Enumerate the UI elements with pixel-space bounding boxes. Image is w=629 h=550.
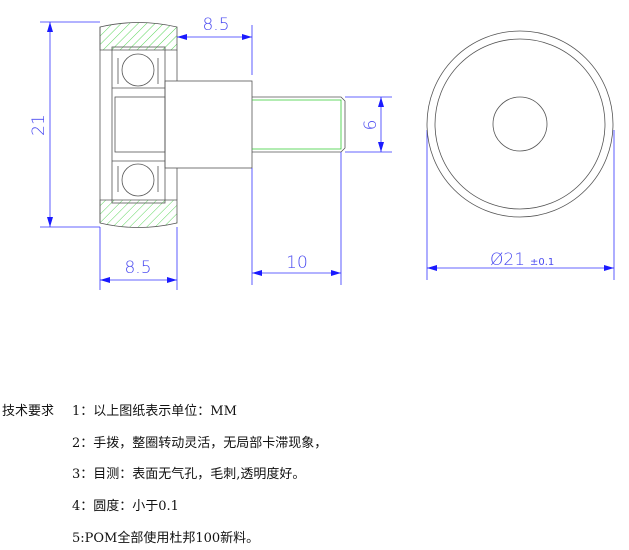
inner-circle [434, 38, 606, 210]
note-item: 2：手拨，整圈转动灵活，无局部卡滞现象， [72, 436, 328, 451]
tire-section-bottom [99, 199, 178, 228]
note-item: 3：目测：表面无气孔，毛刺,透明度好。 [72, 467, 306, 482]
dim-thread-length: 10 [286, 253, 308, 273]
outer-circle [426, 30, 614, 218]
dim-thread-diameter: 6 [361, 120, 381, 131]
note-item: 4：圆度：小于0.1 [72, 499, 179, 514]
bearing-ball-bottom [121, 163, 155, 197]
note-item: 1：以上图纸表示单位：MM [72, 404, 237, 419]
front-view [426, 30, 614, 218]
bore-circle [492, 96, 548, 152]
dimension-lines [40, 21, 615, 290]
bearing-bore [114, 96, 166, 153]
dim-outer-diameter-tolerance: ±0.1 [530, 257, 554, 268]
notes-heading: 技术要求 [2, 404, 55, 419]
note-item: 5:POM全部使用杜邦100新料。 [72, 531, 260, 546]
shaft-hub [164, 80, 253, 169]
dim-height: 21 [29, 114, 49, 136]
bearing-outline [111, 46, 166, 204]
tire-section-top [99, 22, 178, 51]
bearing-ball-top [121, 53, 155, 87]
dim-hub-length: 8.5 [202, 15, 229, 35]
dim-outer-diameter: Ø21 [490, 250, 525, 270]
side-view [99, 22, 346, 228]
threaded-shaft [252, 96, 346, 153]
dim-wheel-width: 8.5 [124, 258, 151, 278]
